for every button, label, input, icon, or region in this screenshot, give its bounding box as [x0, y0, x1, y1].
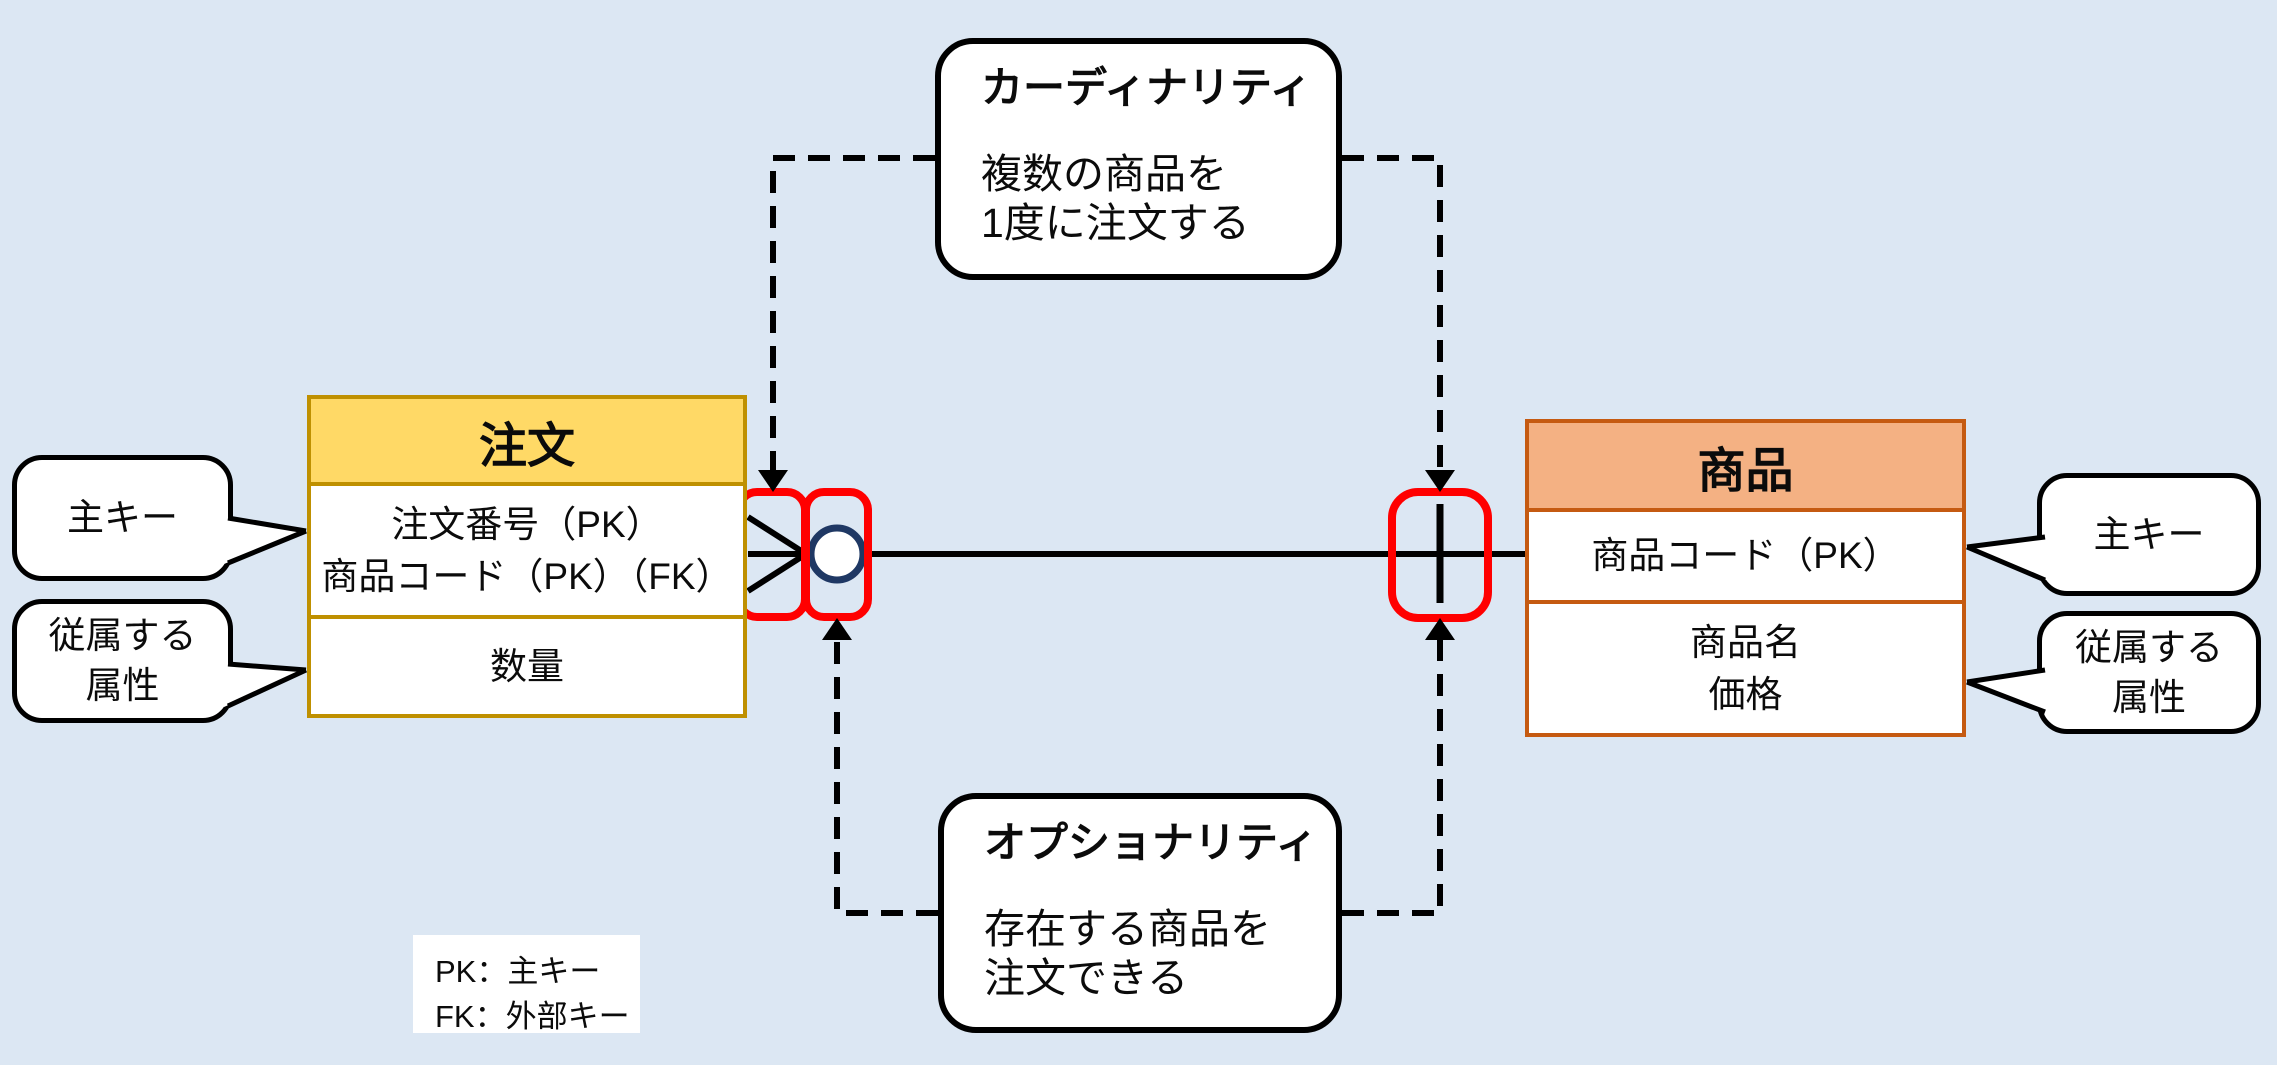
cardinality-note: カーディナリティ 複数の商品を 1度に注文する: [935, 38, 1342, 280]
entity-product: 商品 商品コード（PK） 商品名 価格: [1525, 419, 1966, 737]
optionality-note: オプショナリティ 存在する商品を 注文できる: [938, 793, 1342, 1033]
cardinality-left-connector: [770, 155, 935, 470]
product-attrs-callout: 従属する 属性: [2037, 611, 2261, 734]
entity-order-title: 注文: [311, 399, 743, 482]
note-body-line: 存在する商品を: [984, 906, 1271, 953]
one-bar-highlight-box: [1388, 488, 1492, 622]
circle-highlight-box: [802, 488, 872, 621]
optionality-left-connector: [834, 640, 938, 916]
entity-product-key-row: 商品コード（PK）: [1529, 508, 1962, 600]
entity-order: 注文 注文番号（PK） 商品コード（PK）（FK） 数量: [307, 395, 747, 718]
callout-line: 主キー: [67, 497, 178, 539]
callout-line: 属性: [2112, 676, 2186, 718]
cardinality-right-connector: [1342, 155, 1443, 470]
attribute-line: 数量: [490, 645, 564, 687]
callout-tail: [224, 663, 306, 707]
attribute-line: 商品コード（PK）: [1591, 535, 1900, 577]
callout-line: 属性: [85, 665, 160, 706]
arrow-up-icon: [1425, 618, 1455, 640]
note-body-line: 複数の商品を: [981, 151, 1227, 198]
crow-foot-highlight-box: [735, 488, 809, 621]
entity-title-text: 商品: [1697, 444, 1794, 498]
optionality-note-title: オプショナリティ: [984, 819, 1318, 866]
callout-line: 主キー: [2093, 513, 2205, 555]
callout-tail-edge: [1966, 534, 2046, 550]
arrow-up-icon: [822, 618, 852, 640]
callout-tail-edge: [227, 515, 307, 534]
callout-tail-edge: [227, 661, 307, 673]
note-body-line: 1度に注文する: [981, 200, 1250, 247]
attribute-line: 商品コード（PK）（FK）: [321, 555, 733, 597]
attribute-line: 注文番号（PK）: [391, 503, 663, 545]
order-pk-callout: 主キー: [12, 455, 233, 581]
product-pk-callout: 主キー: [2037, 473, 2261, 596]
cardinality-note-body: 複数の商品を 1度に注文する: [981, 150, 1318, 248]
entity-product-attr-row: 商品名 価格: [1529, 600, 1962, 733]
crow-foot-lower-prong: [746, 551, 808, 594]
legend-line: FK：外部キー: [435, 998, 630, 1034]
optionality-right-connector: [1342, 640, 1443, 916]
entity-product-title: 商品: [1529, 423, 1962, 508]
callout-tail-edge: [1966, 667, 2046, 685]
callout-line: 従属する: [2075, 626, 2223, 668]
cardinality-note-title: カーディナリティ: [981, 64, 1312, 111]
attribute-line: 価格: [1708, 673, 1783, 715]
crow-foot-upper-prong: [746, 514, 808, 557]
optionality-note-body: 存在する商品を 注文できる: [984, 905, 1318, 1003]
callout-tail-edge: [226, 667, 308, 709]
pk-fk-legend: PK：主キー FK：外部キー: [413, 935, 640, 1034]
order-attrs-callout: 従属する 属性: [12, 599, 233, 723]
entity-order-attr-row: 数量: [311, 615, 743, 714]
attribute-line: 商品名: [1690, 621, 1801, 663]
legend-line: PK：主キー: [435, 954, 601, 989]
callout-tail: [224, 517, 306, 564]
callout-tail-edge: [1966, 544, 2046, 583]
note-body-line: 注文できる: [984, 955, 1189, 1002]
callout-tail-edge: [227, 528, 307, 566]
entity-title-text: 注文: [478, 419, 575, 473]
optionality-circle-icon: [807, 524, 867, 584]
callout-line: 従属する: [48, 615, 197, 657]
callout-tail-edge: [1966, 679, 2046, 715]
arrow-down-icon: [758, 470, 788, 492]
entity-order-key-row: 注文番号（PK） 商品コード（PK）（FK）: [311, 482, 743, 615]
arrow-down-icon: [1425, 470, 1455, 492]
